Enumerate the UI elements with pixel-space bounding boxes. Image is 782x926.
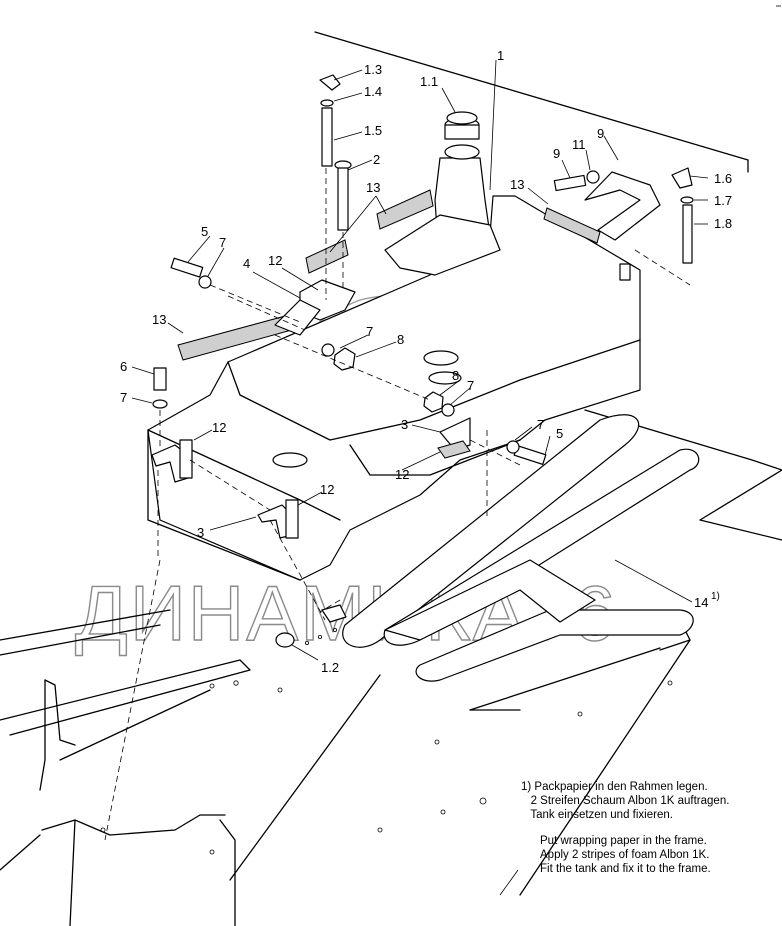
pad-12 xyxy=(285,499,299,539)
label-11: 11 xyxy=(572,137,586,152)
bracket-9 xyxy=(584,171,661,241)
label-1-6: 1.6 xyxy=(714,171,732,186)
ring-1-4 xyxy=(320,99,334,107)
vehicle-frame xyxy=(0,5,782,926)
foam-stripes-14 xyxy=(342,414,700,682)
label-2: 2 xyxy=(373,152,380,167)
outlet-fitting xyxy=(619,263,631,281)
pad-12 xyxy=(437,440,471,459)
label-1-8: 1.8 xyxy=(714,216,732,231)
label-4: 4 xyxy=(243,256,250,271)
label-7: 7 xyxy=(120,390,127,405)
label-7: 7 xyxy=(467,378,474,393)
foam-strip-13 xyxy=(376,189,434,230)
label-3: 3 xyxy=(401,417,408,432)
washer-7 xyxy=(321,343,335,357)
label-9: 9 xyxy=(597,126,604,141)
label-1-1: 1.1 xyxy=(420,74,438,89)
pad-12 xyxy=(179,439,193,479)
washer-7 xyxy=(506,440,520,454)
label-13: 13 xyxy=(366,180,380,195)
elbow-1-6 xyxy=(671,167,693,189)
bracket-3 xyxy=(151,444,189,483)
bolt-9 xyxy=(553,174,587,192)
label-1: 1 xyxy=(497,48,504,63)
hardware xyxy=(151,74,694,648)
nut-8 xyxy=(333,347,356,371)
frame-holes xyxy=(100,628,673,855)
drain-plug-1-2 xyxy=(275,632,295,648)
label-5: 5 xyxy=(556,426,563,441)
label-9: 9 xyxy=(553,146,560,161)
hose-1-8 xyxy=(682,204,693,264)
ring-1-7 xyxy=(680,196,694,204)
bracket-12 xyxy=(274,299,321,336)
label-14: 14 xyxy=(694,595,708,610)
label-1-5: 1.5 xyxy=(364,123,382,138)
label-13: 13 xyxy=(152,312,166,327)
label-1-2: 1.2 xyxy=(321,660,339,675)
callout-labels: 1 1.1 1.2 1.3 1.4 1.5 1.6 1.7 1.8 2 3 3 … xyxy=(120,48,732,675)
label-12: 12 xyxy=(395,467,409,482)
tank-opening xyxy=(272,452,308,468)
leader-lines xyxy=(131,59,709,896)
foam-strip-13 xyxy=(543,207,601,244)
label-13: 13 xyxy=(510,177,524,192)
label-1-7: 1.7 xyxy=(714,193,732,208)
label-12: 12 xyxy=(320,482,334,497)
label-3: 3 xyxy=(197,525,204,540)
washer-7 xyxy=(152,399,168,409)
washer-7 xyxy=(198,275,212,289)
elbow-1-3 xyxy=(319,74,341,91)
label-6: 6 xyxy=(120,359,127,374)
label-1-4: 1.4 xyxy=(364,84,382,99)
fuel-tank-1 xyxy=(147,111,641,581)
washer-7 xyxy=(441,403,455,417)
label-7: 7 xyxy=(219,235,226,250)
label-12: 12 xyxy=(212,420,226,435)
bolt-6 xyxy=(153,367,167,391)
tank-opening xyxy=(428,371,462,385)
assembly-note-de: 1) Packpapier in den Rahmen legen. 2 Str… xyxy=(521,781,730,821)
filler-neck-1-1 xyxy=(444,111,480,160)
tank-opening xyxy=(423,350,459,366)
label-5: 5 xyxy=(201,224,208,239)
label-8: 8 xyxy=(397,332,404,347)
label-8: 8 xyxy=(452,368,459,383)
label-12: 12 xyxy=(268,253,282,268)
washer-11 xyxy=(586,170,600,184)
label-7: 7 xyxy=(366,324,373,339)
foam-strip-13 xyxy=(305,239,349,274)
label-14-footnote: 1) xyxy=(711,591,720,602)
bolt-5 xyxy=(170,257,204,278)
label-7: 7 xyxy=(537,417,544,432)
hose-1-5 xyxy=(321,107,333,167)
assembly-lines xyxy=(104,168,691,841)
label-1-3: 1.3 xyxy=(364,62,382,77)
assembly-note-en: Put wrapping paper in the frame. Apply 2… xyxy=(540,835,711,875)
